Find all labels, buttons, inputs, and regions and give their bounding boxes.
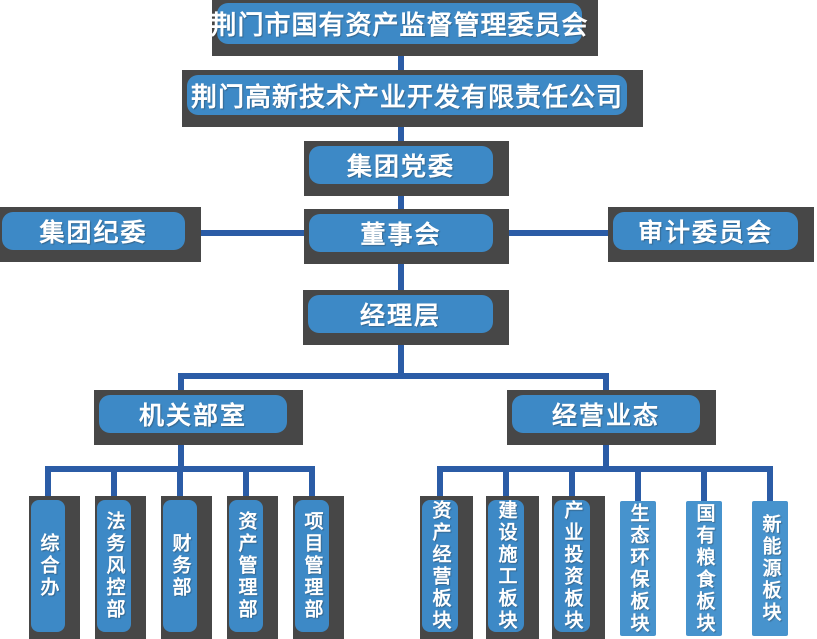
connector-line bbox=[243, 466, 249, 502]
org-node-box: 荆门市国有资产监督管理委员会 bbox=[211, 3, 588, 44]
connector-line bbox=[177, 466, 183, 502]
connector-line bbox=[398, 250, 404, 298]
org-node-d1: 综合办 bbox=[29, 496, 80, 639]
org-node-label: 经理层 bbox=[359, 302, 441, 330]
org-node-label: 建设施工板块 bbox=[495, 500, 517, 632]
org-node-box: 财务部 bbox=[163, 500, 197, 632]
org-node-box: 资产经营板块 bbox=[422, 500, 458, 632]
org-node-label: 集团纪委 bbox=[39, 219, 148, 247]
org-node-box: 建设施工板块 bbox=[488, 500, 524, 632]
org-node-label: 集团党委 bbox=[346, 153, 455, 181]
connector-line bbox=[45, 466, 51, 502]
org-node-label: 资产经营板块 bbox=[429, 500, 451, 632]
org-node-box: 资产管理部 bbox=[229, 500, 263, 632]
org-node-label: 项目管理部 bbox=[301, 511, 323, 621]
connector-line bbox=[398, 112, 404, 150]
connector-line bbox=[178, 373, 184, 399]
org-node-label: 审计委员会 bbox=[637, 219, 773, 247]
org-node-label: 机关部室 bbox=[138, 402, 247, 430]
org-node-label: 财务部 bbox=[169, 533, 191, 599]
org-node-b2: 建设施工板块 bbox=[486, 496, 539, 639]
org-node-box: 经营业态 bbox=[512, 395, 700, 433]
org-node-d3: 财务部 bbox=[161, 496, 212, 639]
connector-line bbox=[635, 466, 641, 503]
connector-line bbox=[569, 466, 575, 503]
org-node-box: 法务风控部 bbox=[97, 500, 131, 632]
org-node-b3: 产业投资板块 bbox=[552, 496, 605, 639]
connector-line bbox=[178, 373, 609, 379]
connector-line bbox=[398, 331, 404, 379]
connector-line bbox=[603, 373, 609, 399]
org-node-box: 机关部室 bbox=[99, 395, 287, 433]
org-node-box: 经理层 bbox=[308, 295, 493, 333]
org-node-b1: 资产经营板块 bbox=[420, 496, 473, 639]
org-node-box: 生态环保板块 bbox=[620, 501, 656, 636]
org-node-b6: 新能源板块 bbox=[752, 501, 788, 636]
connector-line bbox=[437, 466, 773, 472]
connector-line bbox=[309, 466, 315, 502]
org-node-label: 荆门高新技术产业开发有限责任公司 bbox=[190, 81, 623, 112]
org-node-box: 荆门高新技术产业开发有限责任公司 bbox=[187, 75, 627, 115]
org-node-label: 生态环保板块 bbox=[627, 502, 649, 635]
org-node-box: 综合办 bbox=[31, 500, 65, 632]
org-node-label: 董事会 bbox=[360, 221, 442, 249]
org-node-label: 综合办 bbox=[37, 533, 59, 599]
org-node-box: 国有粮食板块 bbox=[686, 501, 722, 636]
org-node-depts: 机关部室 bbox=[94, 390, 303, 445]
org-node-label: 新能源板块 bbox=[759, 513, 781, 624]
org-node-d2: 法务风控部 bbox=[95, 496, 146, 639]
org-node-box: 集团纪委 bbox=[2, 212, 185, 250]
org-node-d4: 资产管理部 bbox=[227, 496, 278, 639]
connector-line bbox=[493, 230, 614, 236]
org-node-discipline: 集团纪委 bbox=[0, 207, 201, 262]
org-node-business: 经营业态 bbox=[507, 390, 716, 445]
org-node-label: 荆门市国有资产监督管理委员会 bbox=[210, 10, 589, 40]
org-node-box: 项目管理部 bbox=[295, 500, 329, 632]
org-node-company: 荆门高新技术产业开发有限责任公司 bbox=[182, 70, 643, 127]
org-node-box: 新能源板块 bbox=[752, 501, 788, 636]
org-node-label: 法务风控部 bbox=[103, 511, 125, 621]
connector-line bbox=[398, 182, 404, 218]
org-node-audit: 审计委员会 bbox=[608, 207, 814, 262]
connector-line bbox=[437, 466, 443, 503]
org-node-b4: 生态环保板块 bbox=[620, 501, 656, 636]
connector-line bbox=[111, 466, 117, 502]
connector-line bbox=[503, 466, 509, 503]
connector-line bbox=[701, 466, 707, 503]
org-node-label: 经营业态 bbox=[551, 402, 660, 430]
org-node-board: 董事会 bbox=[304, 209, 509, 264]
org-node-sasac: 荆门市国有资产监督管理委员会 bbox=[211, 0, 598, 56]
connector-line bbox=[767, 466, 773, 503]
org-node-d5: 项目管理部 bbox=[293, 496, 344, 639]
org-node-b5: 国有粮食板块 bbox=[686, 501, 722, 636]
connector-line bbox=[183, 230, 310, 236]
connector-line bbox=[603, 431, 609, 471]
org-node-label: 资产管理部 bbox=[235, 511, 257, 621]
org-node-box: 产业投资板块 bbox=[554, 500, 590, 632]
org-node-box: 审计委员会 bbox=[613, 212, 798, 250]
org-node-box: 董事会 bbox=[309, 214, 493, 252]
connector-line bbox=[178, 431, 184, 471]
connector-line bbox=[398, 40, 404, 78]
org-node-mgmt: 经理层 bbox=[303, 290, 509, 345]
org-node-box: 集团党委 bbox=[309, 146, 493, 184]
org-node-label: 产业投资板块 bbox=[561, 500, 583, 632]
org-node-label: 国有粮食板块 bbox=[693, 502, 715, 635]
org-node-party: 集团党委 bbox=[304, 141, 509, 196]
